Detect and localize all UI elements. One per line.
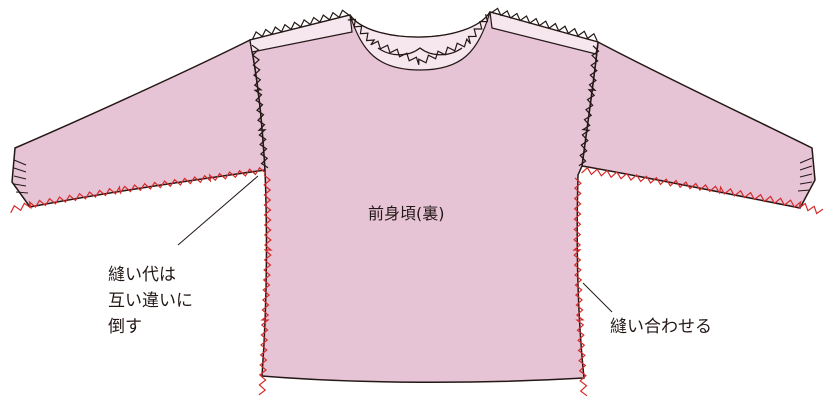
right-cuff-gathers <box>797 157 813 192</box>
right-sleeve <box>581 40 816 209</box>
sew-together-label: 縫い合わせる <box>610 317 712 337</box>
left-shoulder-serge <box>252 9 350 40</box>
right-sleeve-underarm-serge <box>581 166 824 215</box>
right-side-seam-serge <box>572 177 588 397</box>
neckline-facing <box>349 11 491 71</box>
serge-black-stitches <box>251 7 600 169</box>
right-armhole-serge <box>578 45 600 167</box>
left-side-seam-serge <box>258 174 273 396</box>
body-piece-label: 前身頃(裏) <box>368 204 445 223</box>
left-sleeve <box>11 38 266 208</box>
left-sleeve-underarm-serge <box>10 166 266 214</box>
neckline-notch <box>377 47 463 56</box>
left-armhole-serge <box>251 44 269 169</box>
leader-line-right <box>582 282 613 313</box>
right-shoulder-serge <box>490 7 598 42</box>
left-shoulder-strip <box>249 14 353 53</box>
left-cuff-gathers <box>13 159 29 194</box>
right-shoulder-strip <box>489 11 599 55</box>
serge-red-stitches <box>10 166 824 397</box>
seam-allowance-label: 縫い代は 互い違いに 倒す <box>108 265 193 337</box>
neckline-serge <box>347 14 489 65</box>
leader-line-left <box>177 175 259 246</box>
